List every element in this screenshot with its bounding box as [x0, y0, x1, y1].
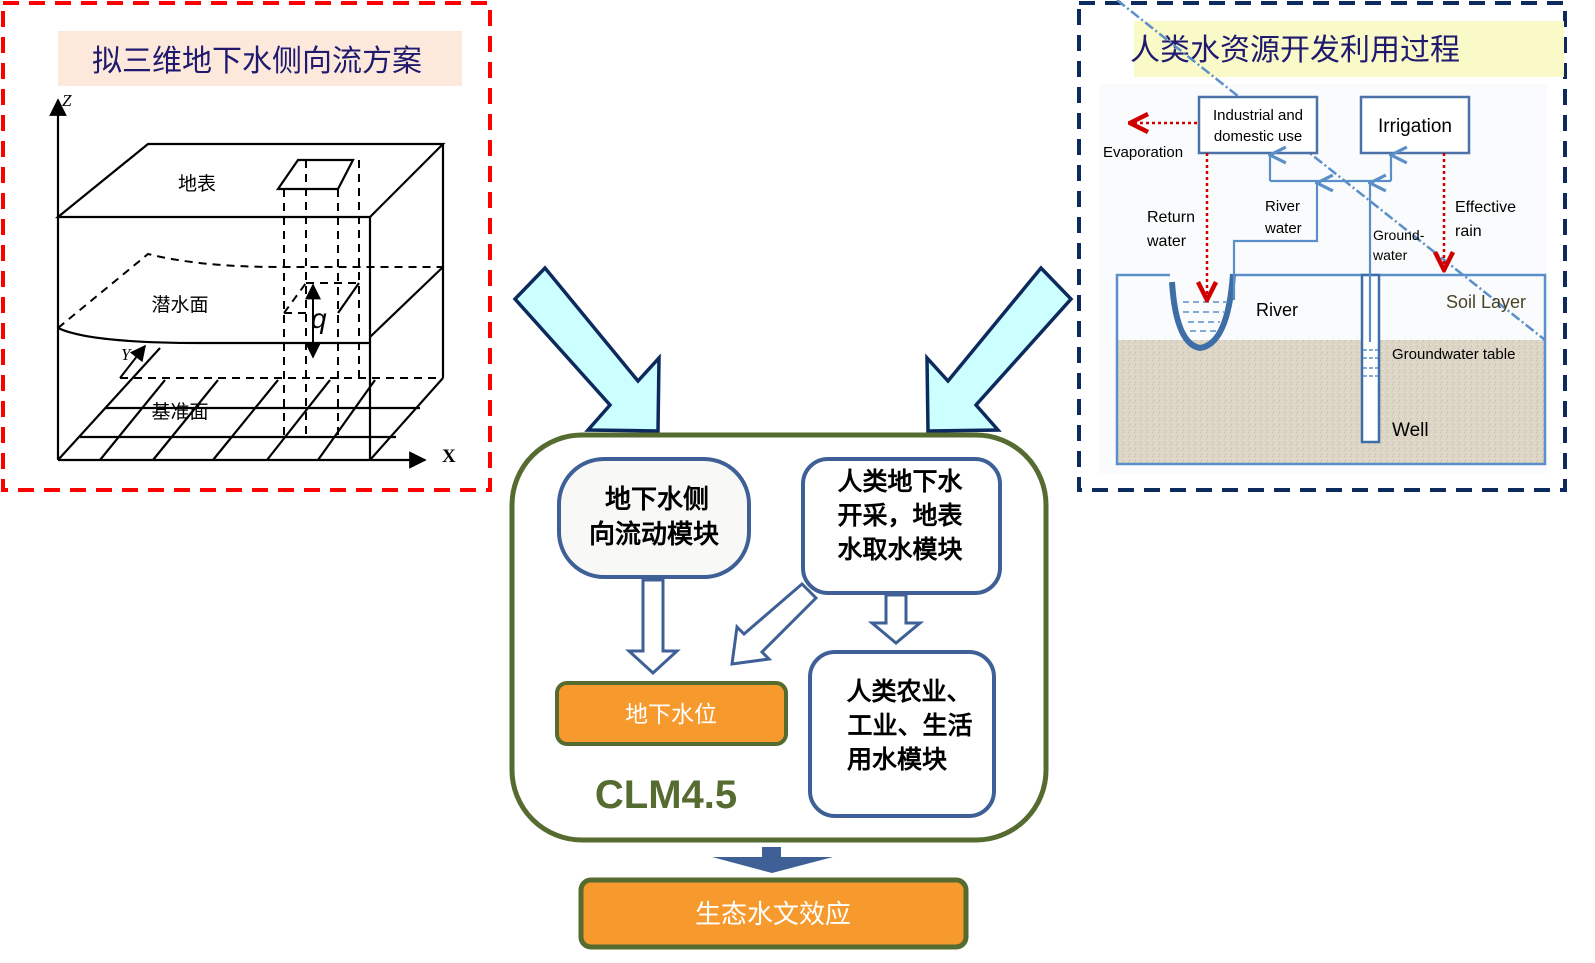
extraction-module-line3: 水取水模块: [837, 535, 962, 564]
water-use-module-line2: 工业、生活: [847, 711, 972, 740]
river-water-line: [1232, 183, 1317, 300]
output-arrow: [712, 847, 833, 873]
left-panel: 拟三维地下水侧向流方案: [1, 1, 492, 492]
label-water-table: 潜水面: [151, 294, 208, 316]
extraction-to-wateruse-arrow: [867, 593, 925, 645]
label-gw-table: Groundwater table: [1392, 346, 1515, 363]
extraction-module[interactable]: [801, 457, 1002, 595]
left-title-bg: [58, 31, 462, 86]
y-axis: [119, 344, 146, 379]
left-input-arrow: [512, 265, 661, 433]
label-datum: 基准面: [151, 401, 208, 423]
groundwater-zone: [1117, 340, 1545, 464]
right-panel: 人类水资源开发利用过程 Industrial and domestic use …: [1077, 0, 1567, 492]
label-axis-z: Z: [62, 91, 72, 110]
label-surface: 地表: [178, 173, 216, 195]
label-river: River: [1256, 300, 1298, 320]
extraction-module-line2: 开采，地表: [837, 501, 963, 530]
label-effective-line1: Effective: [1455, 199, 1516, 216]
water-table-curve: [57, 327, 370, 345]
left-panel-title: 拟三维地下水侧向流方案: [92, 44, 422, 79]
loss-lines: [1130, 123, 1444, 300]
right-title-bg: [1134, 21, 1564, 77]
groundwater-table-line: [1116, 0, 1546, 341]
label-groundwater-line1: Ground-: [1373, 227, 1425, 243]
water-use-module[interactable]: [808, 650, 996, 818]
label-groundwater-line2: water: [1372, 247, 1408, 263]
right-panel-title: 人类水资源开发利用过程: [1130, 33, 1460, 68]
industrial-label-line2: domestic use: [1214, 128, 1302, 145]
aquifer-box-diagram: [49, 98, 446, 469]
column-cell: [275, 158, 360, 314]
label-river-water-line1: River: [1265, 198, 1300, 215]
extraction-module-line1: 人类地下水: [837, 467, 963, 496]
column-top: [275, 158, 355, 191]
well-water-lines: [1363, 349, 1378, 377]
soil-block: [1115, 273, 1547, 466]
label-return-line1: Return: [1147, 209, 1195, 226]
label-axis-y: Y: [121, 345, 132, 364]
label-effective-line2: rain: [1455, 223, 1482, 240]
lateral-to-watertable-arrow: [625, 578, 681, 676]
label-return-line2: water: [1146, 233, 1187, 250]
label-well: Well: [1392, 420, 1429, 441]
industrial-label-line1: Industrial and: [1213, 107, 1303, 124]
lateral-module-line2: 向流动模块: [589, 519, 719, 550]
water-table-label: 地下水位: [625, 702, 717, 728]
label-soil-layer: Soil Layer: [1446, 292, 1526, 312]
extraction-to-watertable-arrow: [730, 581, 819, 666]
label-axis-x: X: [442, 446, 456, 467]
industrial-domestic-box: [1197, 95, 1319, 155]
lateral-flow-module[interactable]: [557, 457, 751, 579]
dashed-lines: [57, 160, 443, 440]
supply-lines: [1232, 155, 1391, 342]
water-table-box[interactable]: [555, 681, 788, 746]
water-use-module-line3: 用水模块: [847, 745, 947, 774]
label-river-water-line2: water: [1264, 220, 1302, 237]
eco-hydrology-label: 生态水文效应: [695, 900, 851, 930]
lateral-module-line1: 地下水侧: [605, 485, 709, 515]
river-channel: [1169, 273, 1236, 352]
irrigation-box: [1359, 95, 1471, 155]
right-input-arrow: [925, 265, 1074, 433]
label-evaporation: Evaporation: [1103, 144, 1183, 161]
eco-hydrology-box[interactable]: [578, 877, 969, 950]
irrigation-label: Irrigation: [1378, 116, 1452, 137]
clm-model-label: CLM4.5: [595, 773, 737, 817]
water-use-module-line1: 人类农业、: [846, 677, 971, 706]
label-flux-q: q: [311, 303, 327, 334]
